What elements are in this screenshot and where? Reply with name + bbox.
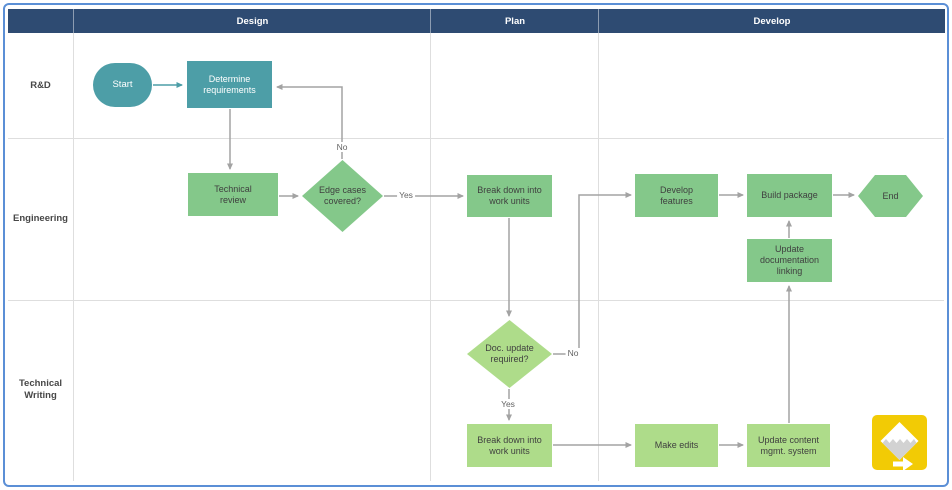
determine-requirements-node: Determine requirements xyxy=(187,61,272,108)
edge-cases-covered-decision: Edge cases covered? xyxy=(302,160,383,232)
diagram-tool-logo-icon xyxy=(872,415,927,471)
doc-update-required-label: Doc. update required? xyxy=(485,343,534,364)
gridline-engineering-writing xyxy=(8,300,944,301)
break-down-work-units-plan-node: Break down into work units xyxy=(467,175,552,217)
build-package-label: Build package xyxy=(761,190,818,201)
gridline-design-plan xyxy=(430,33,431,481)
update-content-mgmt-system-label: Update content mgmt. system xyxy=(757,434,820,456)
edge-cases-covered-label: Edge cases covered? xyxy=(318,185,367,206)
phase-header-design: Design xyxy=(73,9,431,33)
gridline-label-column xyxy=(73,33,74,481)
phase-header-plan: Plan xyxy=(430,9,599,33)
connector-docupdate-no-to-developfeatures xyxy=(553,192,632,355)
build-package-node: Build package xyxy=(747,174,832,217)
make-edits-label: Make edits xyxy=(654,440,699,451)
technical-review-node: Technical review xyxy=(188,173,278,216)
diamond-shape xyxy=(467,320,552,388)
update-content-mgmt-system-node: Update content mgmt. system xyxy=(747,424,830,467)
gridline-rd-engineering xyxy=(8,138,944,139)
edge-label-no-edgecases: No xyxy=(334,142,350,152)
connector-edgecases-no-to-determine xyxy=(276,84,343,159)
hexagon-shape xyxy=(858,175,923,217)
make-edits-node: Make edits xyxy=(635,424,718,467)
watermark-logo[interactable] xyxy=(872,415,927,471)
doc-update-required-decision: Doc. update required? xyxy=(467,320,552,388)
end-node: End xyxy=(858,175,923,217)
update-documentation-linking-label: Update documentation linking xyxy=(759,244,820,276)
lane-label-engineering: Engineering xyxy=(13,213,68,224)
update-documentation-linking-node: Update documentation linking xyxy=(747,239,832,282)
edge-label-yes-edgecases: Yes xyxy=(397,190,415,200)
start-node-label: Start xyxy=(112,79,133,91)
header-corner-cell xyxy=(8,9,73,33)
lane-label-rd: R&D xyxy=(30,80,51,91)
break-down-work-units-writing-label: Break down into work units xyxy=(477,434,542,456)
determine-requirements-label: Determine requirements xyxy=(203,73,256,95)
break-down-work-units-writing-node: Break down into work units xyxy=(467,424,552,467)
break-down-work-units-plan-label: Break down into work units xyxy=(477,185,542,206)
gridline-plan-develop xyxy=(598,33,599,481)
edge-label-yes-docupdate: Yes xyxy=(499,399,517,409)
develop-features-label: Develop features xyxy=(659,184,694,206)
lane-label-technical-writing: Technical Writing xyxy=(18,378,63,401)
start-node: Start xyxy=(93,63,152,107)
end-node-label: End xyxy=(882,190,899,201)
edge-label-no-docupdate: No xyxy=(565,348,581,358)
diamond-shape xyxy=(302,160,383,232)
develop-features-node: Develop features xyxy=(635,174,718,217)
technical-review-label: Technical review xyxy=(214,183,252,205)
phase-header-develop: Develop xyxy=(598,9,945,33)
